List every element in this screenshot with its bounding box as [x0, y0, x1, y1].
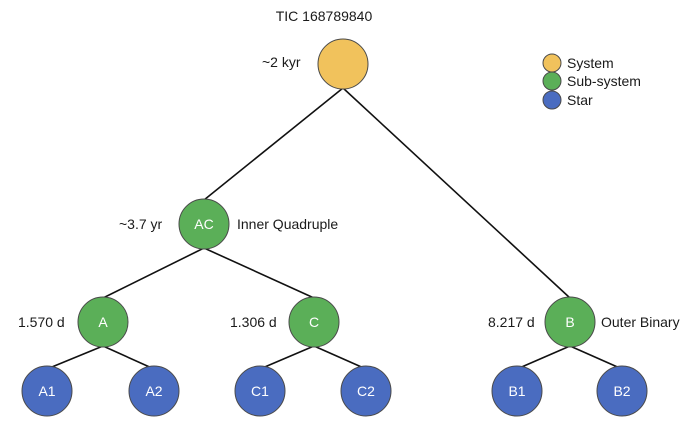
period-label-root: ~2 kyr: [262, 54, 301, 70]
subsystem-node-ac: [178, 198, 230, 250]
legend-label-system: System: [567, 55, 614, 71]
edge-b-b1: [516, 345, 571, 370]
period-label-c: 1.306 d: [230, 314, 277, 330]
edge-root-ac: [203, 87, 344, 201]
edge-root-b: [342, 87, 571, 299]
legend-label-subsystem: Sub-system: [567, 73, 641, 89]
node-label-a1: A1: [38, 383, 55, 399]
name-label-b: Outer Binary: [601, 314, 680, 330]
star-node-b1: [491, 365, 543, 417]
name-label-ac: Inner Quadruple: [237, 216, 338, 232]
legend-swatch-system: [542, 53, 562, 73]
node-label-b2: B2: [613, 383, 630, 399]
legend-swatch-star: [542, 90, 562, 110]
edge-c-c2: [313, 345, 367, 370]
star-node-c2: [340, 365, 392, 417]
period-label-a: 1.570 d: [18, 314, 65, 330]
node-label-b1: B1: [508, 383, 525, 399]
star-node-a1: [21, 365, 73, 417]
legend-label-star: Star: [567, 92, 593, 108]
subsystem-node-c: [288, 296, 340, 348]
period-label-ac: ~3.7 yr: [119, 216, 163, 232]
edges: [46, 87, 623, 370]
node-label-a: A: [98, 314, 108, 330]
node-label-c1: C1: [251, 383, 269, 399]
legend-swatch-subsystem: [542, 71, 562, 91]
edge-ac-c: [203, 247, 315, 299]
edge-a-a1: [46, 345, 104, 370]
star-node-c1: [234, 365, 286, 417]
period-label-b: 8.217 d: [488, 314, 535, 330]
star-node-a2: [128, 365, 180, 417]
edge-ac-a: [102, 247, 205, 299]
star-node-b2: [596, 365, 648, 417]
subsystem-node-b: [544, 296, 596, 348]
system-node-root: [317, 38, 369, 90]
node-label-ac: AC: [194, 216, 213, 232]
edge-c-c1: [259, 345, 315, 370]
diagram-title: TIC 168789840: [276, 8, 373, 24]
node-label-c2: C2: [357, 383, 375, 399]
edge-a-a2: [102, 345, 155, 370]
node-label-a2: A2: [145, 383, 162, 399]
legend: System Sub-system Star: [542, 53, 641, 110]
node-label-b: B: [565, 314, 574, 330]
edge-b-b2: [569, 345, 623, 370]
subsystem-node-a: [77, 296, 129, 348]
node-label-c: C: [309, 314, 319, 330]
